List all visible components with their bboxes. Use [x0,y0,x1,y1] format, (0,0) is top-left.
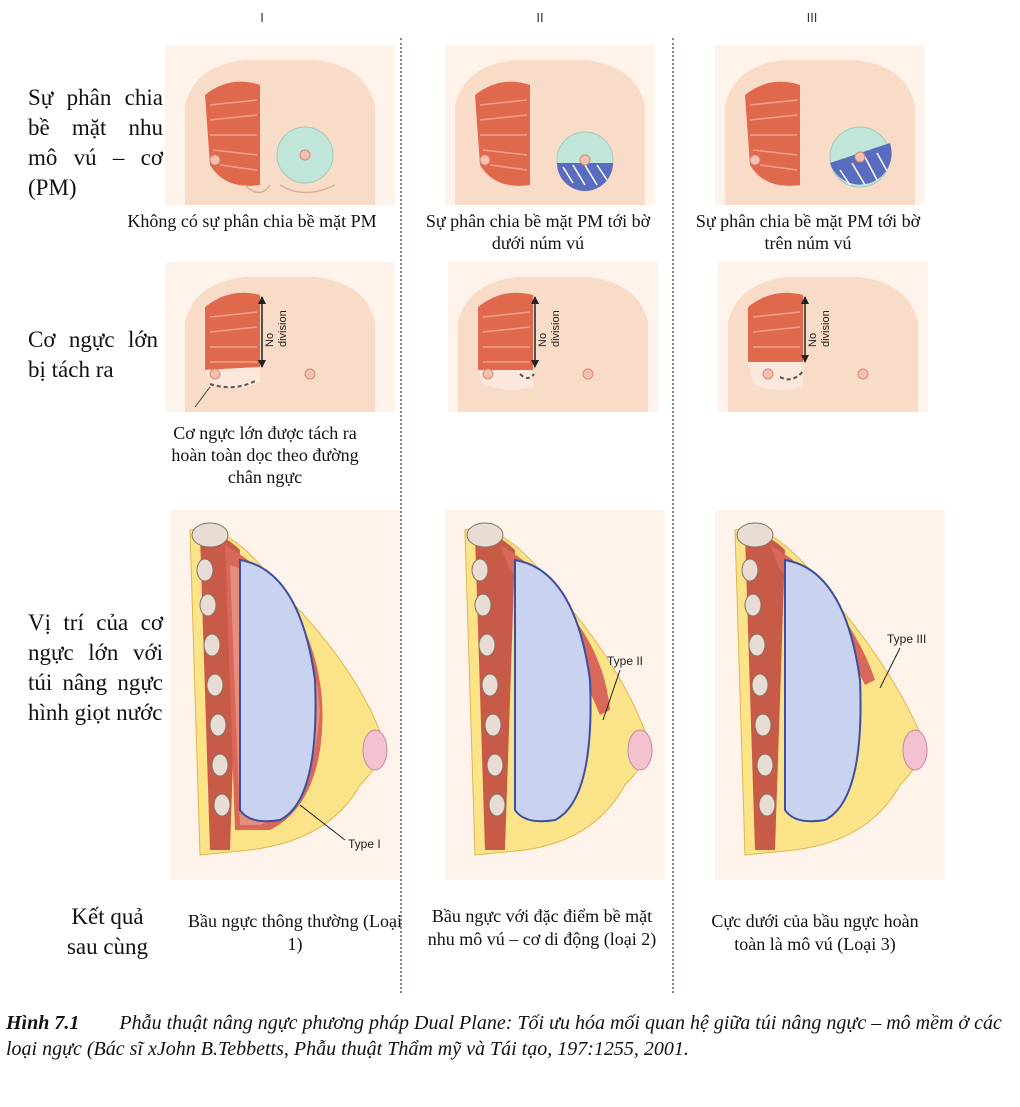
type-label-3: Type III [887,632,926,646]
surface-caption-3: Sự phân chia bề mặt PM tới bờ trên núm v… [695,211,921,253]
row-label-position: Vị trí của cơ ngực lớn với túi nâng ngực… [28,610,163,725]
surface-illustration-3 [715,45,925,205]
surface-illustration-2 [445,45,655,205]
muscle-caption: Cơ ngực lớn được tách ra hoàn toàn dọc t… [171,423,359,487]
no-division-arrow-text-2: No division [537,310,562,347]
result-text-2: Bầu ngực với đặc điểm bề mặt nhu mô vú –… [427,906,657,949]
muscle-illustration-2: No division [448,262,658,412]
type-label-1: Type I [348,837,381,851]
row-label-muscle: Cơ ngực lớn bị tách ra [28,327,158,382]
row-label-result: Kết quả sau cùng [66,904,149,959]
figure-number: Hình 7.1 [6,1012,80,1034]
result-text-3: Cực dưới của bầu ngực hoàn toàn là mô vú… [711,911,919,954]
no-division-arrow-text-3: No division [807,310,832,347]
result-text-1: Bầu ngực thông thường (Loại 1) [188,911,402,954]
sagittal-illustration-1: Type I [170,510,400,880]
type-label-2: Type II [607,654,643,668]
column-divider-1 [400,38,402,993]
no-division-arrow-text-1: No division [264,310,289,347]
row-label-surface: Sự phân chia bề mặt nhu mô vú – cơ (PM) [28,85,163,200]
figure-caption-text: Phẫu thuật nâng ngực phương pháp Dual Pl… [6,1012,1002,1060]
sagittal-illustration-3: Type III [715,510,945,880]
surface-caption-1: Không có sự phân chia bề mặt PM [127,211,377,231]
column-number-3: III [806,10,818,25]
column-number-1: I [260,10,264,25]
surface-caption-2: Sự phân chia bề mặt PM tới bờ dưới núm v… [425,211,651,253]
surface-illustration-1 [165,45,395,205]
sagittal-illustration-2: Type II [445,510,665,880]
muscle-illustration-1: No division [165,262,395,412]
column-number-2: II [536,10,544,25]
muscle-illustration-3: No division [718,262,928,412]
column-divider-2 [672,38,674,993]
